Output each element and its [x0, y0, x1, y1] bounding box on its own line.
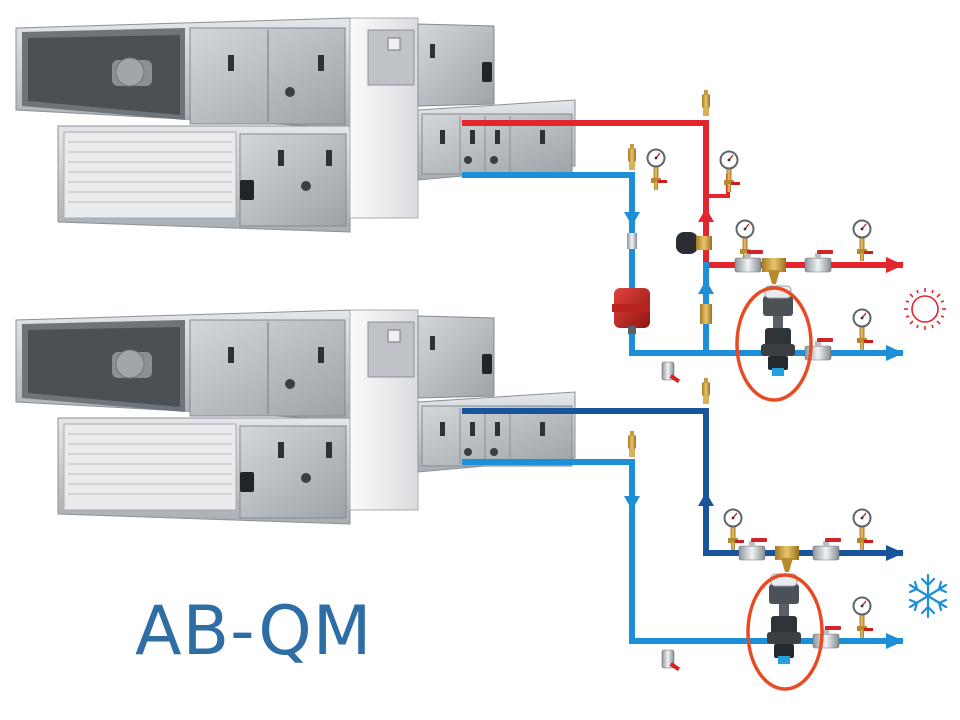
- cold-inlet-arrow: [886, 545, 904, 561]
- snowflake-icon: [908, 573, 948, 619]
- page-title: AB-QM: [135, 592, 373, 671]
- circulation-pump: [612, 288, 650, 334]
- air-handling-unit-bottom: [15, 309, 576, 525]
- pressure-gauge-icon: [852, 596, 874, 639]
- cold-supply-pipe: [462, 408, 903, 556]
- strainer: [762, 258, 786, 284]
- pressure-gauge-icon: [852, 508, 874, 551]
- hot-supply-branch-pipe: [704, 174, 730, 198]
- abqm-highlight-heating: [735, 286, 813, 402]
- hot-inlet-arrow: [886, 257, 904, 273]
- ball-valve-icon: [804, 249, 834, 273]
- bypass-up-arrow: [698, 280, 714, 294]
- cooling-return-down-arrow: [624, 496, 640, 510]
- drain-valve-icon: [661, 649, 681, 672]
- pressure-gauge-icon: [852, 308, 874, 351]
- pressure-gauge-icon: [852, 219, 874, 262]
- return-down-arrow: [624, 212, 640, 226]
- abqm-valve-cooling: [766, 573, 802, 665]
- three-way-valve: [676, 232, 712, 254]
- ball-valve-icon: [812, 537, 842, 561]
- pressure-gauge-icon: [719, 150, 741, 193]
- hot-up-arrow: [698, 208, 714, 222]
- cooling-circuit: [462, 408, 903, 644]
- chrome-fitting: [627, 233, 637, 249]
- cold-up-arrow: [698, 492, 714, 506]
- abqm-valve-heating: [760, 285, 796, 377]
- cooling-return-pipe: [462, 459, 903, 644]
- strainer: [775, 546, 799, 572]
- pressure-gauge-icon: [646, 148, 668, 191]
- ball-valve-icon: [812, 625, 842, 649]
- abqm-highlight-cooling: [746, 573, 824, 691]
- sun-icon: [904, 288, 946, 330]
- ball-valve-icon: [734, 249, 764, 273]
- air-vent-icon: [702, 90, 710, 116]
- cooling-outlet-arrow: [886, 633, 904, 649]
- heating-outlet-arrow: [886, 345, 904, 361]
- brass-connector: [700, 304, 712, 324]
- air-vent-icon: [628, 144, 636, 170]
- drain-valve-icon: [661, 361, 681, 384]
- air-vent-icon: [628, 431, 636, 457]
- pressure-gauge-icon: [723, 508, 745, 551]
- air-vent-icon: [702, 378, 710, 404]
